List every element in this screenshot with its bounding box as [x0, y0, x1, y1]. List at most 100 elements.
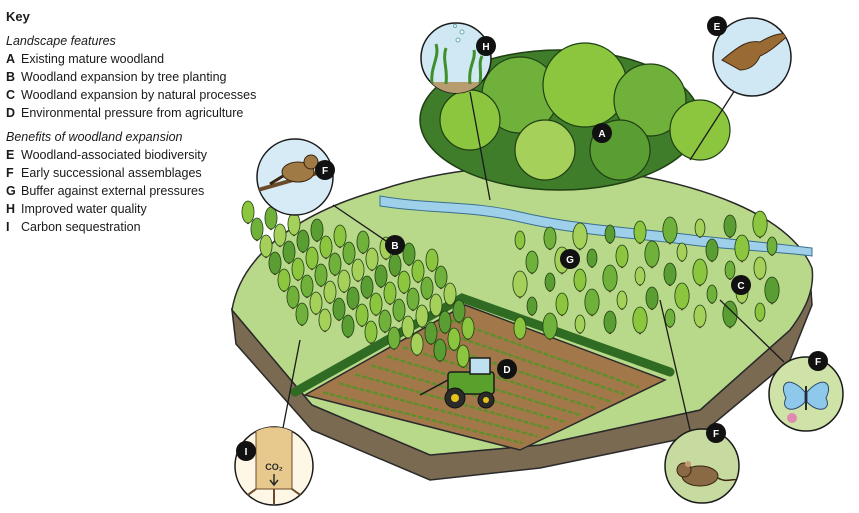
tree-icon	[310, 218, 324, 243]
tree-icon	[447, 327, 461, 352]
tree-icon	[429, 293, 443, 318]
key-letter: I	[6, 220, 10, 234]
tree-icon	[663, 262, 677, 287]
tree-icon	[323, 280, 337, 305]
tree-icon	[645, 286, 659, 311]
tree-icon	[752, 210, 768, 239]
tree-icon	[264, 206, 278, 231]
marker-f-butterfly: F	[808, 351, 828, 371]
tree-icon	[694, 218, 706, 238]
tree-icon	[282, 240, 296, 265]
tree-icon	[574, 314, 586, 334]
key-letter: C	[6, 88, 16, 102]
key-label: Carbon sequestration	[21, 220, 141, 234]
key-label: Existing mature woodland	[21, 52, 165, 66]
svg-text:E: E	[714, 22, 721, 33]
key-title: Key	[6, 9, 30, 24]
key-letter: D	[6, 106, 16, 120]
key-item-a: A Existing mature woodland	[6, 50, 276, 68]
tree-icon	[401, 315, 415, 340]
key-letter: A	[6, 52, 16, 66]
river	[379, 195, 813, 257]
tree-icon	[555, 292, 569, 317]
tree-icon	[664, 308, 676, 328]
key-label: Woodland expansion by tree planting	[21, 70, 227, 84]
tree-icon	[286, 285, 300, 310]
key-label: Improved water quality	[21, 202, 147, 216]
crop-row	[322, 391, 524, 445]
tree-icon	[332, 297, 346, 322]
natural-regeneration-scrub	[512, 210, 780, 341]
tree-icon	[526, 296, 538, 316]
svg-text:F: F	[815, 357, 821, 368]
tree-icon	[314, 263, 328, 288]
marker-i: I	[236, 441, 256, 461]
tree-icon	[615, 244, 629, 269]
key-item-h: H Improved water quality	[6, 200, 276, 218]
tree-icon	[705, 238, 719, 263]
svg-text:G: G	[566, 255, 574, 266]
tree-icon	[356, 230, 370, 255]
key-label: Woodland-associated biodiversity	[21, 148, 207, 162]
marker-g: G	[560, 249, 580, 269]
tree-icon	[250, 217, 264, 242]
tree-icon	[734, 234, 750, 263]
tree-icon	[604, 224, 616, 244]
tree-icon	[411, 259, 425, 284]
songbird-on-branch-icon	[257, 154, 333, 192]
tree-icon	[525, 250, 539, 275]
benefits-heading: Benefits of woodland expansion	[6, 130, 183, 144]
tree-icon	[277, 268, 291, 293]
key-label: Environmental pressure from agriculture	[21, 106, 244, 120]
key-item-i: I Carbon sequestration	[6, 218, 276, 236]
tree-icon	[309, 291, 323, 316]
tree-icon	[438, 310, 452, 335]
hedgerow	[290, 293, 675, 397]
tree-icon	[333, 224, 347, 249]
leader-lines	[282, 89, 785, 431]
callout-i-carbon: CO₂	[234, 426, 314, 506]
tree-icon	[387, 326, 401, 351]
tree-icon	[723, 214, 737, 239]
key-item-c: C Woodland expansion by natural processes	[6, 86, 276, 104]
tree-icon	[572, 222, 588, 251]
tree-icon	[603, 310, 617, 335]
callout-e-bird-of-prey	[712, 17, 792, 97]
key-letter: F	[6, 166, 14, 180]
tree-icon	[268, 251, 282, 276]
tree-icon	[318, 308, 332, 333]
tree-icon	[633, 220, 647, 245]
marker-a: A	[592, 123, 612, 143]
svg-text:D: D	[503, 365, 510, 376]
tree-icon	[706, 284, 718, 304]
svg-text:H: H	[482, 42, 489, 53]
svg-text:I: I	[245, 447, 248, 458]
tree-icon	[514, 230, 526, 250]
crop-row	[402, 346, 596, 410]
marker-c: C	[731, 275, 751, 295]
callout-f-butterfly	[768, 356, 844, 432]
tree-icon	[351, 258, 365, 283]
tree-icon	[378, 309, 392, 334]
marker-f-mouse: F	[706, 423, 726, 443]
tree-icon	[397, 270, 411, 295]
tree-icon	[573, 268, 587, 293]
tree-icon	[291, 257, 305, 282]
tree-icon	[241, 200, 255, 225]
tree-icon	[586, 248, 598, 268]
marker-e: E	[707, 16, 727, 36]
key-label: Woodland expansion by natural processes	[21, 88, 257, 102]
crop-row	[450, 319, 640, 389]
key-letter: H	[6, 202, 16, 216]
mouse-icon	[676, 461, 739, 487]
tree-icon	[273, 223, 287, 248]
tree-icon	[259, 234, 273, 259]
tree-icon	[364, 320, 378, 345]
svg-text:C: C	[737, 281, 744, 292]
planted-tree-stand	[241, 200, 475, 369]
tree-icon	[764, 276, 780, 305]
key-letter: E	[6, 148, 15, 162]
